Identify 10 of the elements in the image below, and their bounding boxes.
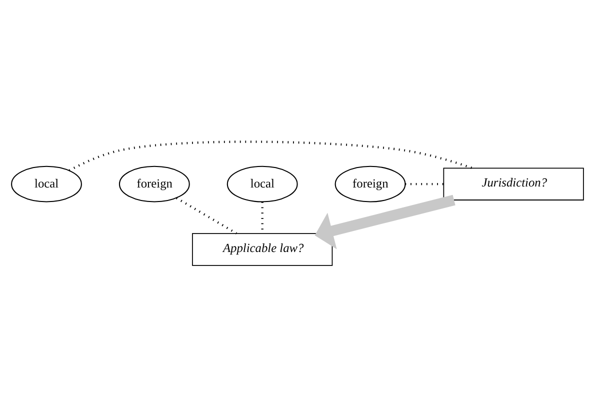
connector bbox=[68, 140, 473, 172]
node-box: Applicable law? bbox=[192, 233, 333, 266]
connector bbox=[405, 182, 444, 186]
node-ellipse: local bbox=[226, 166, 298, 202]
node-ellipse: foreign bbox=[118, 166, 190, 202]
node-ellipse: foreign bbox=[334, 166, 406, 202]
arrow bbox=[314, 194, 456, 250]
connector bbox=[176, 197, 238, 234]
node-box: Jurisdiction? bbox=[443, 168, 584, 200]
node-ellipse: local bbox=[11, 166, 82, 202]
